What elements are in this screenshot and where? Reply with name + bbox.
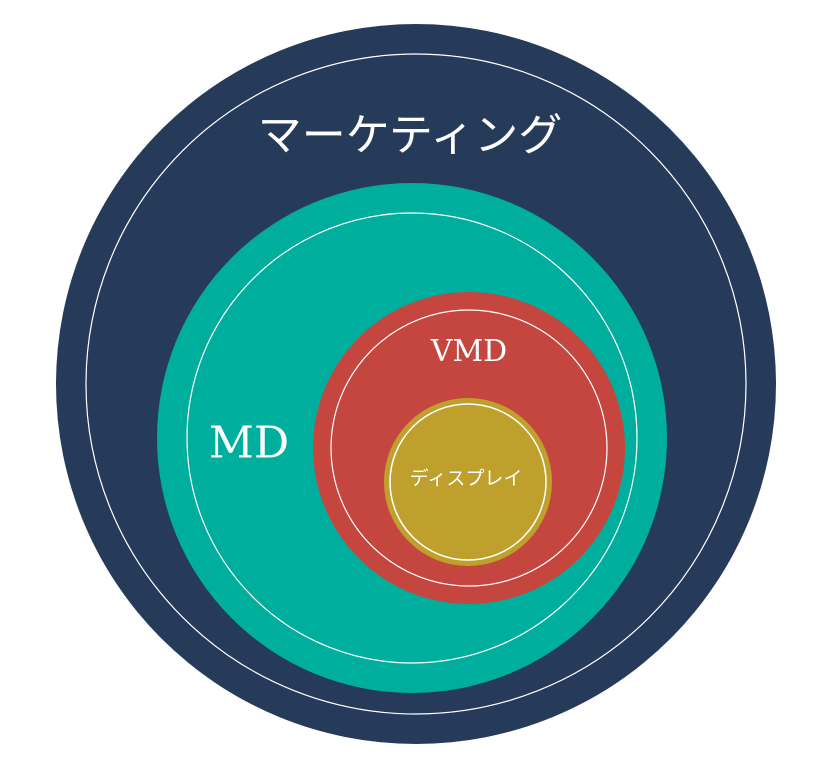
display-inner-ring (389, 403, 547, 561)
display-label: ディスプレイ (410, 468, 523, 490)
marketing-inner-ring (85, 53, 747, 715)
md-inner-ring (186, 212, 638, 664)
vmd-label: VMD (430, 334, 507, 369)
marketing-label: マーケティング (258, 110, 562, 161)
display-circle (384, 398, 552, 566)
md-label: MD (209, 418, 289, 469)
vmd-inner-ring (330, 309, 608, 587)
